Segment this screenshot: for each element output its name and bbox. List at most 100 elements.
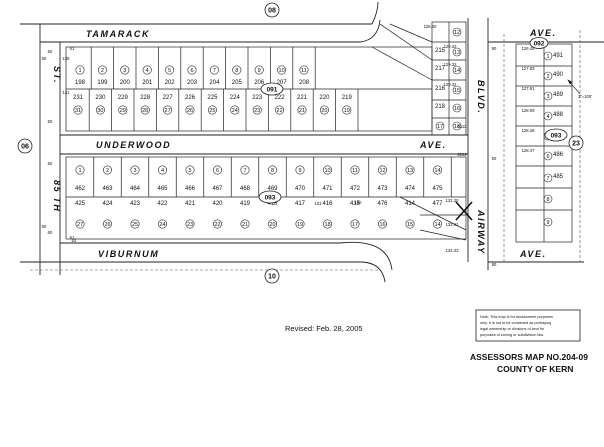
street-ave-top-right: AVE. (529, 28, 557, 38)
block2-lower-lot-number: 415 (350, 201, 361, 207)
parcel-circle-number: 17 (352, 222, 358, 228)
svg-text:093: 093 (551, 133, 562, 140)
parcel-circle (377, 219, 387, 229)
block2-lower-lot-number: 414 (405, 201, 416, 207)
dimension-label: 6112 (457, 124, 467, 129)
street-st: ST. (52, 66, 62, 84)
parcel-circle-number: 9 (298, 168, 301, 174)
parcel-circle (405, 219, 415, 229)
parcel-circle (350, 165, 360, 175)
block2-upper-lot-number: 472 (350, 186, 361, 192)
parcel-circle (185, 165, 195, 175)
book-page-093-right: 093 (544, 128, 568, 142)
dimension-label: 60 (48, 161, 53, 166)
street-ave-bottom-right: AVE. (519, 249, 547, 259)
parcel-circle (158, 219, 168, 229)
dimension-label: 61 (70, 235, 75, 240)
parcel-circle (232, 65, 242, 75)
block2-lower-lot-number: 416 (322, 201, 333, 207)
parcel-circle-number: 26 (104, 222, 110, 228)
parcel-circle-number: 8 (546, 197, 549, 203)
block3-lot-number: 491 (553, 53, 564, 59)
parcel-circle-number: 12 (379, 168, 385, 174)
map-ref-bottom: 10 (264, 268, 280, 284)
dimension-label: 126.45 (522, 46, 535, 51)
parcel-circle (452, 65, 462, 75)
parcel-circle-number: 18 (454, 124, 460, 130)
parcel-circle-number: 6 (216, 168, 219, 174)
parcel-circle-number: 26 (187, 108, 193, 114)
street-airway: AIRWAY (476, 209, 486, 255)
parcel-circle (118, 105, 128, 115)
block2-lower-lot-number: 422 (157, 201, 168, 207)
parcel-circle (452, 121, 462, 131)
block1-lower-lot-number: 225 (207, 95, 218, 101)
parcel-circle (75, 165, 85, 175)
parcel-circle-number: 15 (407, 222, 413, 228)
parcel-circle (299, 65, 309, 75)
parcel-circle (267, 219, 277, 229)
parcel-circle (73, 105, 83, 115)
parcel-circle-number: 22 (277, 108, 283, 114)
svg-text:10: 10 (268, 274, 276, 281)
dimension-label: 60 (42, 224, 47, 229)
block2-lower-lot-number: 423 (130, 201, 141, 207)
parcel-circle (240, 219, 250, 229)
parcel-circle (130, 219, 140, 229)
svg-text:08: 08 (268, 8, 276, 15)
parcel-circle (452, 27, 462, 37)
block1-upper-lot-number: 207 (277, 80, 288, 86)
block2-lower-lot-number: 420 (212, 201, 223, 207)
parcel-circle-number: 3 (133, 168, 136, 174)
block1-upper-lot-number: 201 (142, 80, 153, 86)
block1-east-lot-number: 218 (435, 104, 446, 110)
block1-lower-lot-number: 219 (342, 95, 353, 101)
parcel-circle-number: 19 (297, 222, 303, 228)
parcel-circle (120, 65, 130, 75)
parcel-circle (543, 111, 553, 121)
parcel-circle-number: 16 (454, 106, 460, 112)
dimension-label: 6102 (457, 152, 467, 157)
parcel-circle-number: 8 (235, 68, 238, 74)
block3-lot-number: 488 (553, 112, 564, 118)
dimension-label: 126 (63, 56, 71, 61)
map-ref-right: 23 (568, 135, 584, 151)
block1-lower-lot-number: 220 (319, 95, 330, 101)
parcel-circle (209, 65, 219, 75)
scale-label: 1"=100' (578, 94, 592, 99)
block2-upper-lot-number: 468 (240, 186, 251, 192)
parcel-circle (543, 71, 553, 81)
block2-lower-lot-number: 425 (75, 201, 86, 207)
block1-upper-lot-number: 203 (187, 80, 198, 86)
dimension-label: 100 (355, 200, 363, 205)
parcel-circle-number: 12 (454, 30, 460, 36)
parcel-circle-number: 9 (546, 220, 549, 226)
parcel-circle-number: 8 (271, 168, 274, 174)
parcel-circle-number: 7 (213, 68, 216, 74)
parcel-circle (230, 105, 240, 115)
parcel-circle (165, 65, 175, 75)
map-title: ASSESSORS MAP NO.204-09 COUNTY OF KERN (470, 352, 588, 374)
parcel-circle (254, 65, 264, 75)
svg-text:legal ownership or divisions o: legal ownership or divisions of land for (480, 327, 545, 331)
lot-numbers: 1198219932004201520262037204820592061020… (42, 24, 564, 267)
parcel-circle-number: 6 (546, 154, 549, 160)
dimension-label: 60 (48, 49, 53, 54)
parcel-circle-number: 10 (324, 168, 330, 174)
parcel-circle-number: 2 (546, 74, 549, 80)
block1-upper-lot-number: 202 (165, 80, 176, 86)
dimension-label: 90 (492, 46, 497, 51)
block1-upper-lot-number: 198 (75, 80, 86, 86)
parcel-circle (452, 103, 462, 113)
map-ref-top: 08 (264, 2, 280, 18)
parcel-circle (295, 219, 305, 229)
parcel-circle-number: 4 (146, 68, 149, 74)
block2-lower-lot-number: 417 (295, 201, 306, 207)
parcel-circle (75, 65, 85, 75)
dimension-label: 132.33 (446, 248, 459, 253)
parcel-circle (322, 165, 332, 175)
block1-lower-lot-number: 226 (185, 95, 196, 101)
parcel-circle (187, 65, 197, 75)
parcel-circle (319, 105, 329, 115)
parcel-circle-number: 1 (78, 68, 81, 74)
